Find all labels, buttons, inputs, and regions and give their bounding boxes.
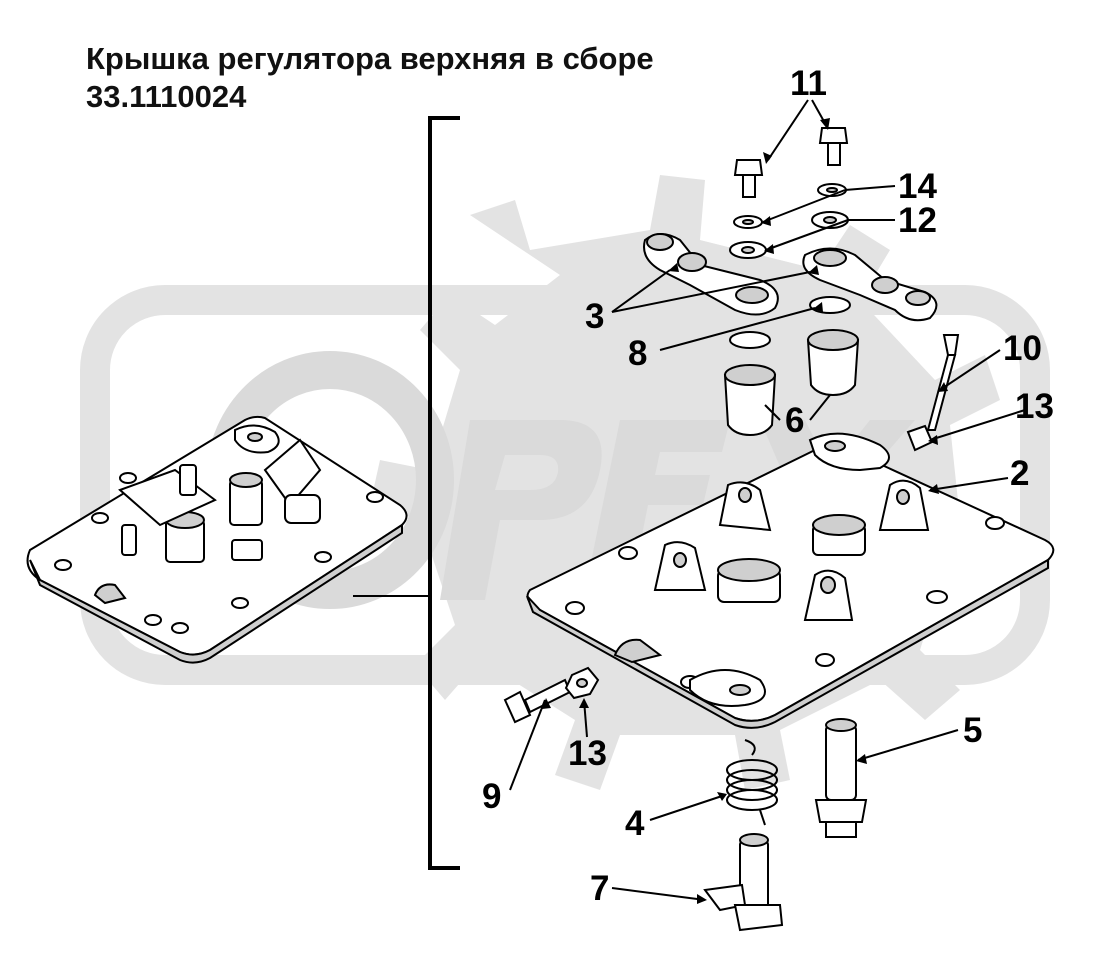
- callout-14: 14: [898, 167, 937, 206]
- axle-lever-part-7: [703, 833, 784, 932]
- title-line-1: Крышка регулятора верхняя в сборе: [86, 41, 654, 76]
- callout-9: 9: [482, 777, 501, 816]
- spring-part-4: [726, 739, 778, 826]
- rings-part-8: [729, 296, 851, 349]
- callout-6: 6: [785, 401, 804, 440]
- title-line-2: 33.1110024: [86, 79, 247, 114]
- callout-13-upper: 13: [1015, 387, 1054, 426]
- callout-2: 2: [1010, 454, 1029, 493]
- screw-part-10: [906, 334, 960, 452]
- leader-lines: [509, 99, 1026, 901]
- callout-11: 11: [790, 64, 827, 103]
- leader-arrowheads: [542, 118, 948, 904]
- callout-labels: 11 14 12 3 8 10 13 6 2 5 13 9 4 7: [482, 64, 1054, 908]
- diagram-title: Крышка регулятора верхняя в сборе 33.111…: [86, 40, 654, 116]
- bolt-part-9: [503, 666, 600, 724]
- assembly-bracket: [428, 116, 460, 870]
- callout-12: 12: [898, 201, 937, 240]
- callout-3: 3: [585, 297, 604, 336]
- callout-4: 4: [625, 804, 645, 843]
- callout-13-lower: 13: [568, 734, 607, 773]
- callout-8: 8: [628, 334, 647, 373]
- levers-part-3: [643, 233, 938, 322]
- bushings-part-6: [723, 329, 860, 437]
- callout-7: 7: [590, 869, 609, 908]
- bolts-part-11: [733, 127, 849, 198]
- assembled-cover-plate: [26, 415, 408, 664]
- callout-5: 5: [963, 711, 982, 750]
- plate-bosses: [653, 432, 930, 621]
- callout-10: 10: [1003, 329, 1042, 368]
- axle-part-5: [814, 718, 868, 838]
